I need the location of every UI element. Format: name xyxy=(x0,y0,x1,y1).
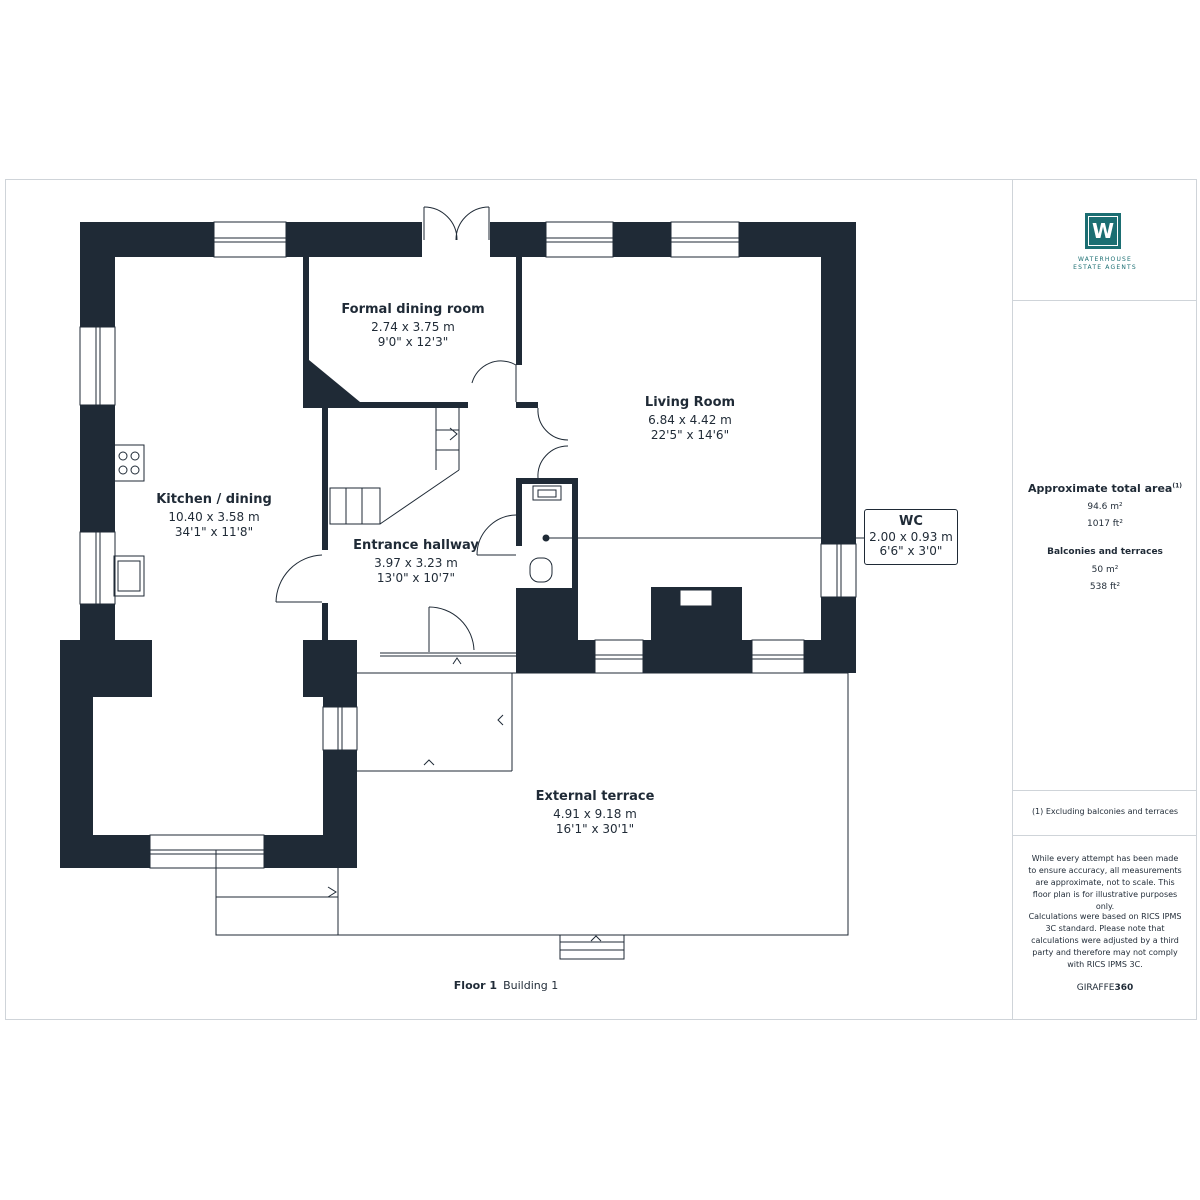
balconies-ft2: 538 ft² xyxy=(1089,582,1121,592)
room-name: Kitchen / dining xyxy=(156,492,272,507)
room-dim-imperial: 13'0" x 10'7" xyxy=(376,571,456,585)
area-note-marker: (1) xyxy=(1172,482,1183,490)
area-ft2: 1017 ft² xyxy=(1087,519,1123,529)
room-label-wc: WC 2.00 x 0.93 m 6'6" x 3'0" xyxy=(864,509,958,565)
room-dim-metric: 2.74 x 3.75 m xyxy=(371,320,455,334)
giraffe360-brand: GIRAFFE360 xyxy=(1013,983,1197,993)
building-label: Building 1 xyxy=(503,979,559,992)
logo-line-1: WATERHOUSE xyxy=(1077,256,1133,263)
balconies-m2: 50 m² xyxy=(1091,565,1119,575)
info-sidebar: W WATERHOUSE ESTATE AGENTS Approximate t… xyxy=(1012,180,1197,1019)
balconies-title: Balconies and terraces xyxy=(1047,547,1163,557)
room-name: Living Room xyxy=(644,395,736,410)
divider xyxy=(1013,835,1197,836)
floor-label: Floor 1 xyxy=(453,979,498,992)
room-dim-metric: 2.00 x 0.93 m xyxy=(869,530,953,544)
room-dim-metric: 6.84 x 4.42 m xyxy=(648,413,732,427)
room-label-living: Living Room 6.84 x 4.42 m 22'5" x 14'6" xyxy=(645,395,735,443)
room-label-hallway: Entrance hallway 3.97 x 3.23 m 13'0" x 1… xyxy=(353,538,479,586)
disclaimer-1: While every attempt has been made to ens… xyxy=(1028,854,1182,911)
room-name: Entrance hallway xyxy=(353,538,479,553)
room-dim-metric: 10.40 x 3.58 m xyxy=(168,510,260,524)
room-dim-imperial: 9'0" x 12'3" xyxy=(377,335,449,349)
area-title: Approximate total area(1) xyxy=(1013,482,1197,495)
room-label-kitchen: Kitchen / dining 10.40 x 3.58 m 34'1" x … xyxy=(156,492,272,540)
logo-letter: W xyxy=(1088,216,1118,246)
room-name: Formal dining room xyxy=(341,302,485,317)
brand-b: 360 xyxy=(1114,983,1134,993)
area-m2: 94.6 m² xyxy=(1087,502,1123,512)
footnote: (1) Excluding balconies and terraces xyxy=(1031,807,1179,816)
room-dim-imperial: 16'1" x 30'1" xyxy=(555,822,635,836)
floor-caption: Floor 1 Building 1 xyxy=(0,979,1012,992)
room-dim-imperial: 34'1" x 11'8" xyxy=(174,525,254,539)
room-name: WC xyxy=(899,514,923,529)
divider xyxy=(1013,300,1197,301)
brand-a: GIRAFFE xyxy=(1076,983,1115,993)
room-dim-imperial: 6'6" x 3'0" xyxy=(879,544,943,558)
floorplan-sheet xyxy=(5,179,1197,1020)
room-label-terrace: External terrace 4.91 x 9.18 m 16'1" x 3… xyxy=(536,789,655,837)
waterhouse-logo-icon: W xyxy=(1085,213,1121,249)
divider xyxy=(1013,790,1197,791)
room-dim-metric: 4.91 x 9.18 m xyxy=(553,807,637,821)
logo-line-2: ESTATE AGENTS xyxy=(1073,264,1137,271)
room-dim-metric: 3.97 x 3.23 m xyxy=(374,556,458,570)
doors-and-fixtures xyxy=(113,206,864,960)
room-name: External terrace xyxy=(535,789,655,804)
room-label-dining: Formal dining room 2.74 x 3.75 m 9'0" x … xyxy=(341,302,484,350)
disclaimer-2: Calculations were based on RICS IPMS 3C … xyxy=(1028,912,1182,969)
walls xyxy=(60,222,856,868)
room-dim-imperial: 22'5" x 14'6" xyxy=(650,428,730,442)
area-title-text: Approximate total area xyxy=(1027,482,1173,495)
